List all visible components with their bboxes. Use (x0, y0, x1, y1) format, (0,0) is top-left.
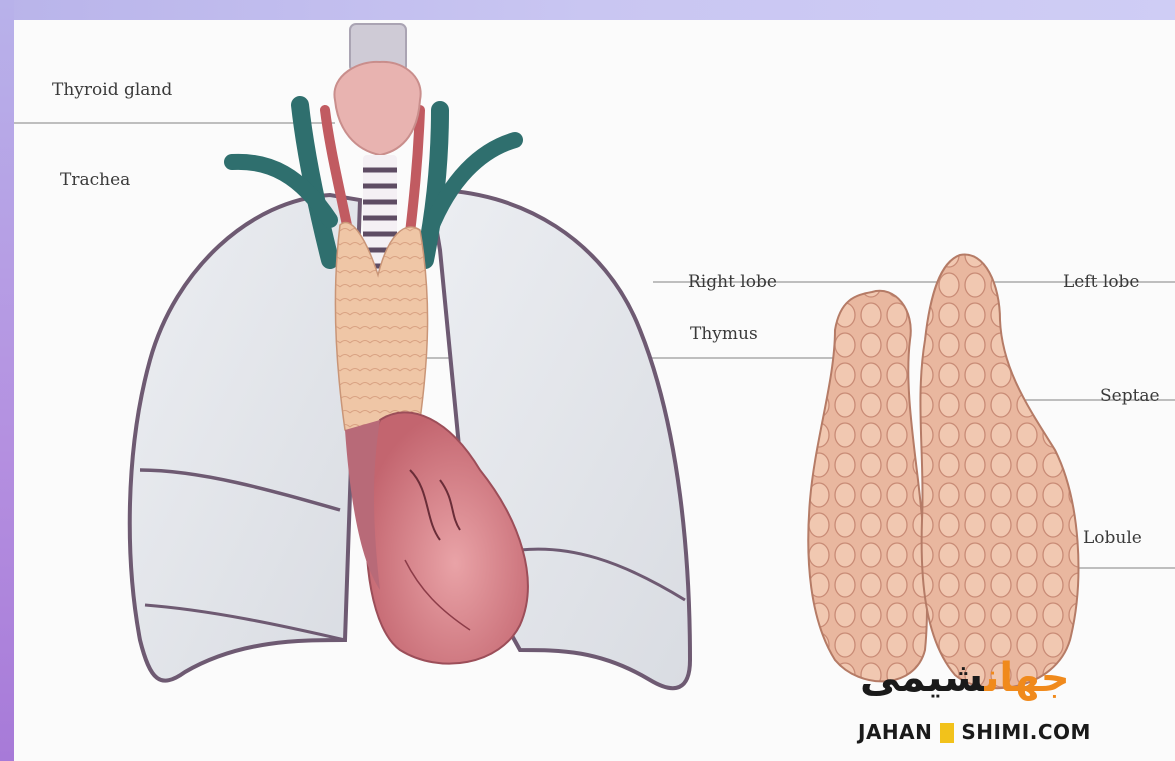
label-thyroid-gland: Thyroid gland (52, 80, 172, 100)
label-left-lobe: Left lobe (1063, 272, 1140, 292)
label-septae: Septae (1100, 386, 1160, 406)
watermark-latin-right: SHIMI.COM (961, 720, 1091, 744)
label-thymus: Thymus (690, 324, 758, 344)
watermark-latin-e: E (940, 723, 954, 743)
left-lobe-isolated (920, 255, 1078, 689)
watermark-persian-orange: جهان (984, 655, 1069, 701)
label-trachea: Trachea (60, 170, 130, 190)
label-right-lobe: Right lobe (688, 272, 777, 292)
label-lobule: Lobule (1083, 528, 1142, 548)
thyroid-gland (334, 62, 420, 155)
watermark-persian: جهانشیمی (860, 655, 1070, 701)
watermark-latin-left: JAHAN (858, 720, 932, 744)
watermark-latin: JAHAN E SHIMI.COM (858, 720, 1091, 744)
right-lobe-isolated (808, 291, 927, 682)
watermark-persian-dark: شیمی (860, 655, 984, 701)
